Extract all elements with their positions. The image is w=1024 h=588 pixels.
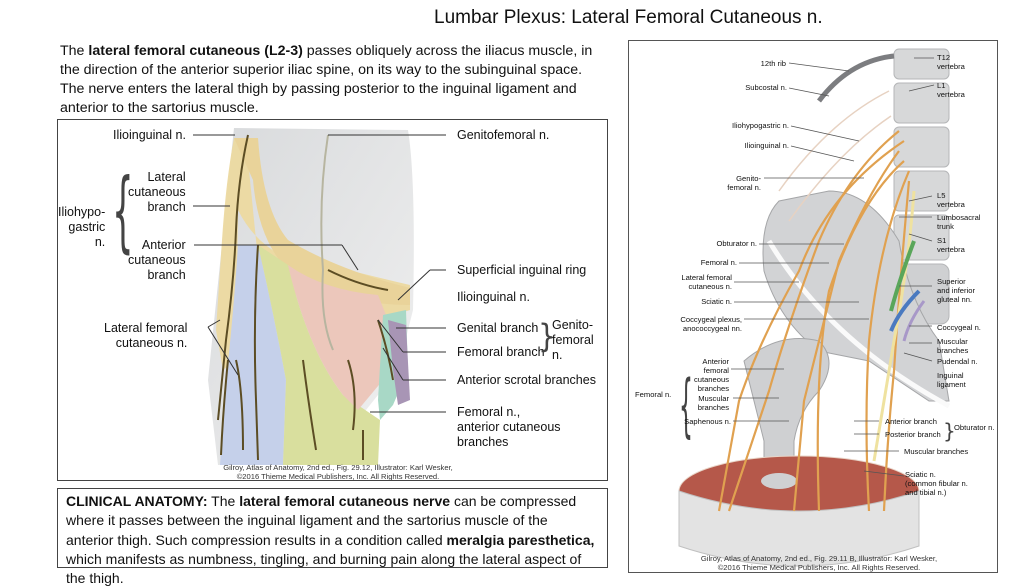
intro-text-1: The [60, 43, 89, 59]
label-femoral: Femoral n. [700, 258, 737, 267]
label-t12-vertebra: T12 vertebra [937, 53, 965, 71]
clinical-heading: CLINICAL ANATOMY: [66, 493, 208, 509]
label-femoral-group: Femoral n. [635, 390, 672, 399]
label-femoral-anterior-cutaneous: Femoral n., anterior cutaneous branches [457, 405, 561, 449]
scrotal-zone [388, 320, 410, 405]
label-inguinal-ligament: Inguinal ligament [937, 371, 966, 389]
label-genitofemoral: Genitofemoral n. [457, 128, 550, 142]
clinical-text-1: The [207, 493, 240, 509]
label-ilioinguinal: Ilioinguinal n. [113, 128, 186, 142]
lateral-femoral-cutaneous-zone [220, 245, 286, 465]
label-anterior-femoral-cutaneous: Anterior femoral cutaneous branches [693, 357, 729, 393]
intro-bold-term: lateral femoral cutaneous (L2-3) [88, 43, 303, 59]
label-lumbosacral-trunk: Lumbosacral trunk [937, 213, 981, 231]
brace-femoral: { [679, 369, 693, 447]
label-lateral-cutaneous-branch: Lateral cutaneous branch [128, 170, 186, 214]
label-anterior-scrotal-branches: Anterior scrotal branches [457, 373, 596, 387]
label-obturator: Obturator n. [716, 239, 757, 248]
label-coccygeal: Coccygeal n. [937, 323, 981, 332]
genitofemoral-zone [288, 265, 388, 410]
label-sciatic: Sciatic n. [701, 297, 732, 306]
credit-line-1: Gilroy, Atlas of Anatomy, 2nd ed., Fig. … [223, 463, 453, 472]
label-genital-branch: Genital branch [457, 321, 539, 335]
label-anterior-branch: Anterior branch [885, 417, 937, 426]
label-sciatic-right: Sciatic n. (common fibular n. and tibial… [905, 470, 968, 497]
intro-paragraph: The lateral femoral cutaneous (L2-3) pas… [60, 42, 605, 118]
label-femoral-branch: Femoral branch [457, 345, 545, 359]
femur [743, 338, 830, 492]
label-genitofemoral-2: Genito- femoral n. [552, 318, 594, 362]
label-pudendal: Pudendal n. [937, 357, 978, 366]
label-posterior-branch: Posterior branch [885, 430, 941, 439]
label-muscular-branches-left: Muscular branches [697, 394, 729, 412]
clinical-bold-nerve: lateral femoral cutaneous nerve [239, 493, 451, 509]
intro-text-2: passes obliquely across the iliacus musc… [60, 43, 593, 116]
label-lateral-femoral-cutaneous: Lateral femoral cutaneous n. [104, 321, 188, 350]
label-muscular-branches-2: Muscular branches [904, 447, 969, 456]
inguinal-illustration [193, 128, 446, 465]
figure2-credit: Gilroy, Atlas of Anatomy, 2nd ed., Fig. … [659, 554, 979, 572]
credit-line-2: ©2016 Thieme Medical Publishers, Inc. Al… [236, 472, 440, 481]
inguinal-ligament [766, 239, 951, 409]
label-subcostal: Subcostal n. [745, 83, 787, 92]
clinical-text-3: which manifests as numbness, tingling, a… [66, 550, 582, 587]
pelvis [762, 190, 950, 402]
clinical-text-2: can be compressed where it passes betwee… [66, 493, 577, 548]
clinical-bold-condition: meralgia paresthetica, [446, 531, 595, 548]
slide-title: Lumbar Plexus: Lateral Femoral Cutaneous… [434, 7, 823, 28]
label-superficial-inguinal-ring: Superficial inguinal ring [457, 263, 587, 277]
label-saphenous: Saphenous n. [684, 417, 731, 426]
femoral-zone [258, 245, 380, 465]
label-iliohypogastric: Iliohypo- gastric n. [58, 205, 106, 249]
credit-line-1: Gilroy, Atlas of Anatomy, 2nd ed., Fig. … [700, 554, 938, 563]
clinical-anatomy-box: CLINICAL ANATOMY: The lateral femoral cu… [57, 488, 608, 586]
label-l5-vertebra: L5 vertebra [937, 191, 965, 209]
label-lateral-femoral-cutaneous: Lateral femoral cutaneous n. [681, 273, 732, 291]
lumbosacral-green [889, 240, 916, 312]
label-iliohypogastric: Iliohypogastric n. [732, 121, 789, 130]
label-anterior-cutaneous-branch: Anterior cutaneous branch [128, 238, 186, 282]
figure-inguinal-region: Ilioinguinal n. Genitofemoral n. Lateral… [57, 119, 608, 481]
label-muscular-branches-right: Muscular branches [937, 337, 969, 355]
label-ilioinguinal-2: Ilioinguinal n. [457, 290, 530, 304]
brace-iliohypogastric: { [112, 160, 134, 265]
rib-12 [817, 53, 895, 103]
credit-line-2: ©2016 Thieme Medical Publishers, Inc. Al… [717, 563, 921, 572]
lumbar-plexus-illustration [678, 48, 951, 567]
label-ilioinguinal: Ilioinguinal n. [744, 141, 789, 150]
label-obturator-right: Obturator n. [954, 423, 995, 432]
figure-lumbar-plexus: 12th rib Subcostal n. Iliohypogastric n.… [628, 40, 998, 573]
label-12th-rib: 12th rib [760, 59, 786, 68]
label-genitofemoral: Genito- femoral n. [727, 174, 761, 192]
label-coccygeal-plexus: Coccygeal plexus, anococcygeal nn. [680, 315, 742, 333]
label-l1-vertebra: L1 vertebra [937, 81, 965, 99]
label-gluteal-nerves: Superior and inferior gluteal nn. [937, 277, 975, 304]
figure1-credit: Gilroy, Atlas of Anatomy, 2nd ed., Fig. … [188, 463, 488, 481]
label-s1-vertebra: S1 vertebra [937, 236, 965, 254]
